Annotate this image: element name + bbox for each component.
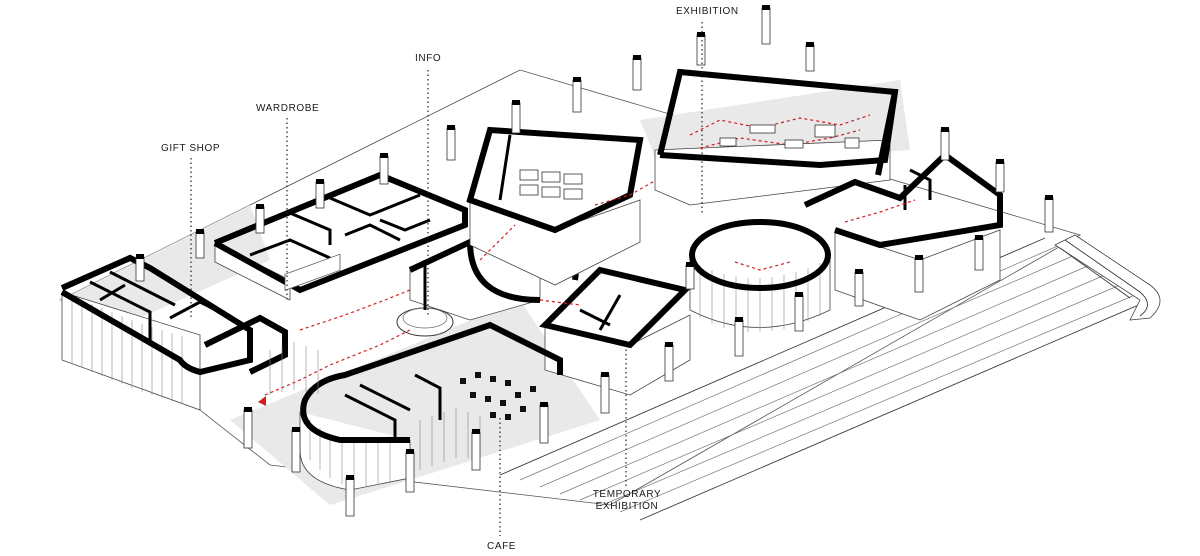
glazing-mullions xyxy=(269,342,481,470)
entrance-arrow xyxy=(258,396,266,406)
label-temporary-line2: EXHIBITION xyxy=(595,501,659,512)
leader-lines xyxy=(190,22,703,536)
circulation-path xyxy=(258,224,581,406)
ramp xyxy=(1054,234,1161,321)
desk-cluster xyxy=(519,169,583,200)
temporary-exhibition-room xyxy=(539,266,691,396)
label-exhibition: EXHIBITION xyxy=(676,6,739,17)
label-wardrobe: WARDROBE xyxy=(256,103,320,114)
cafe-tables xyxy=(460,372,536,420)
info-desk xyxy=(396,307,454,337)
label-info: INFO xyxy=(415,53,442,64)
info-room xyxy=(466,126,686,286)
label-gift-shop: GIFT SHOP xyxy=(161,143,221,154)
exhibition-hall xyxy=(654,68,899,206)
gift-shop-block xyxy=(60,254,288,411)
label-temporary-line1: TEMPORARY xyxy=(592,489,662,500)
display-cases xyxy=(719,124,860,149)
columns xyxy=(135,5,1054,517)
wardrobe-block xyxy=(213,171,468,301)
label-cafe: CAFE xyxy=(487,541,517,552)
label-temporary-exhibition: TEMPORARY EXHIBITION xyxy=(592,489,662,513)
